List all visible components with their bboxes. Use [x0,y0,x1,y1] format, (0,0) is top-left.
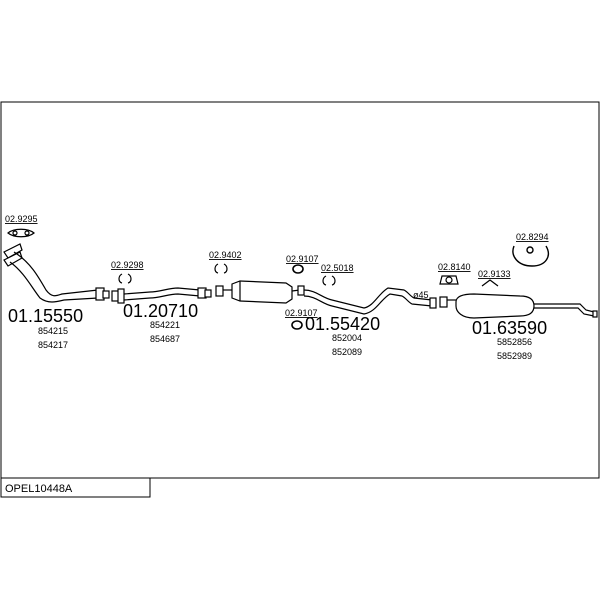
section-4-oem-2: 5852989 [497,351,532,361]
rear-silencer [439,293,598,319]
gasket-icon [7,228,35,238]
accessory-label-1: 02.9295 [5,214,38,224]
accessory-label-4: 02.9107 [286,254,319,264]
rubber-ring-icon [292,264,304,274]
section-1-part-number: 01.15550 [8,306,83,326]
section-2-oem-1: 854221 [150,320,180,330]
clamp-icon [118,273,132,284]
section-1-oem-2: 854217 [38,340,68,350]
section-4-part-number: 01.63590 [472,318,547,338]
clamp-icon [214,263,228,274]
section-2-oem-2: 854687 [150,334,180,344]
accessory-label-5: 02.5018 [321,263,354,273]
diagram-frame [0,101,600,479]
section-1-oem-1: 854215 [38,326,68,336]
accessory-label-3: 02.9402 [209,250,242,260]
code-box [0,477,151,498]
diagram-code: OPEL10448A [5,483,73,495]
accessory-label-6: 02.9107 [285,308,318,318]
section-3-part-number: 01.55420 [305,314,380,334]
section-3-oem-2: 852089 [332,347,362,357]
accessory-label-9: 02.8294 [516,232,549,242]
accessory-label-8: 02.9133 [478,269,511,279]
clamp-icon [481,279,499,287]
intermediate-pipe [111,287,212,304]
center-silencer [215,280,437,315]
section-4-oem-1: 5852856 [497,337,532,347]
accessory-label-7: 02.8140 [438,262,471,272]
gasket-icon [439,275,459,285]
pipe-diameter-label: ø45 [413,290,429,300]
section-3-oem-1: 852004 [332,333,362,343]
section-2-part-number: 01.20710 [123,301,198,321]
clamp-icon [322,275,336,286]
front-pipe [3,243,110,303]
accessory-label-2: 02.9298 [111,260,144,270]
hanger-icon [512,245,550,267]
rubber-ring-icon [291,320,303,330]
